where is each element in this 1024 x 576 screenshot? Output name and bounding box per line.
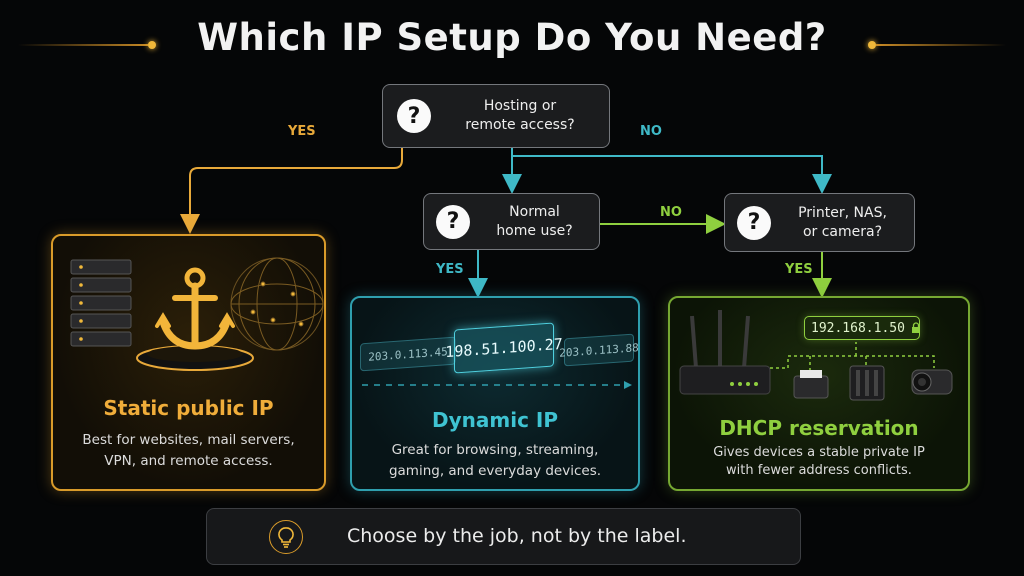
ip-address-previous: 203.0.113.45 bbox=[360, 336, 456, 372]
dhcp-devices-illustration bbox=[679, 310, 953, 401]
question-mark-icon: ? bbox=[737, 205, 771, 240]
dhcp-title: DHCP reservation bbox=[719, 416, 919, 440]
lightbulb-icon bbox=[269, 520, 303, 554]
outcome-static-ip-card: Static public IP Best for websites, mail… bbox=[51, 234, 326, 491]
edge-label-q1-no: NO bbox=[640, 124, 662, 139]
ip-address-next: 203.0.113.88 bbox=[559, 333, 639, 367]
title-decoration-right bbox=[876, 44, 1006, 46]
edge-label-q2-no: NO bbox=[660, 205, 682, 220]
question-devices: ? Printer, NAS, or camera? bbox=[724, 193, 915, 252]
question-mark-icon: ? bbox=[436, 204, 470, 239]
static-ip-title: Static public IP bbox=[103, 396, 274, 420]
question-hosting-text: Hosting or remote access? bbox=[465, 98, 575, 133]
nas-icon bbox=[849, 365, 885, 401]
question-devices-text: Printer, NAS, or camera? bbox=[798, 204, 887, 240]
ip-address-current: 198.51.100.27 bbox=[445, 322, 563, 374]
dhcp-description: Gives devices a stable private IP with f… bbox=[713, 445, 925, 478]
dynamic-ip-description: Great for browsing, streaming, gaming, a… bbox=[388, 442, 602, 479]
page-title: Which IP Setup Do You Need? bbox=[197, 16, 827, 59]
rotation-arrow-icon bbox=[362, 381, 632, 389]
question-mark-icon: ? bbox=[397, 99, 431, 133]
title-decoration-dot-left bbox=[148, 41, 156, 49]
tip-banner: Choose by the job, not by the label. bbox=[206, 508, 801, 565]
title-decoration-left bbox=[18, 44, 148, 46]
router-icon bbox=[679, 310, 771, 395]
question-hosting: ? Hosting or remote access? bbox=[382, 84, 610, 148]
server-rack-icon bbox=[70, 259, 132, 347]
edge-q1-yes bbox=[180, 148, 403, 234]
static-ip-illustration bbox=[70, 257, 324, 371]
title-decoration-dot-right bbox=[868, 41, 876, 49]
question-home-use-text: Normal home use? bbox=[496, 203, 573, 239]
edge-label-q3-yes: YES bbox=[785, 262, 813, 277]
question-home-use: ? Normal home use? bbox=[423, 193, 600, 250]
dynamic-ip-title: Dynamic IP bbox=[432, 408, 558, 432]
reserved-ip-text: 192.168.1.50 bbox=[811, 320, 905, 336]
tip-text: Choose by the job, not by the label. bbox=[347, 525, 687, 547]
camera-icon bbox=[911, 369, 953, 395]
edge-label-q1-yes: YES bbox=[288, 124, 316, 139]
lock-icon bbox=[911, 322, 920, 333]
printer-icon bbox=[793, 370, 829, 399]
anchor-icon bbox=[155, 267, 235, 350]
edge-q1-no-branch bbox=[512, 155, 832, 194]
globe-icon bbox=[230, 257, 324, 351]
outcome-dynamic-ip-card: 203.0.113.45 198.51.100.27 203.0.113.88 … bbox=[350, 296, 640, 491]
edge-label-q2-yes: YES bbox=[436, 262, 464, 277]
reserved-ip-badge: 192.168.1.50 bbox=[804, 316, 920, 340]
static-ip-description: Best for websites, mail servers, VPN, an… bbox=[82, 432, 295, 469]
